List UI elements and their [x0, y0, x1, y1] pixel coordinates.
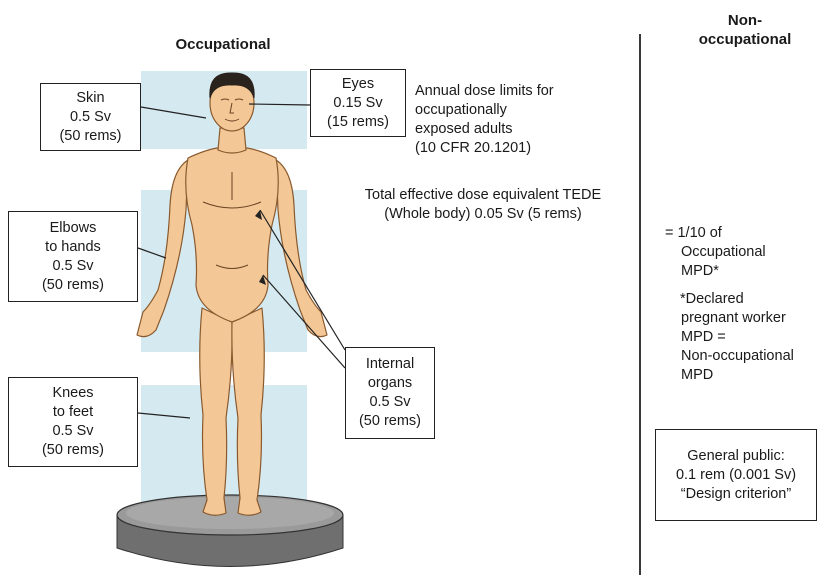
- tede-line-1: Total effective dose equivalent TEDE: [338, 186, 628, 205]
- mpd-line-1: = 1/10 of: [665, 224, 815, 243]
- non-occupational-heading-line-2: occupational: [690, 30, 800, 49]
- skin-label-sv: 0.5 Sv: [41, 108, 140, 127]
- annual-dose-limits-text: Annual dose limits for occupationally ex…: [415, 82, 625, 158]
- knees-label-sv: 0.5 Sv: [9, 422, 137, 441]
- elbows-label-title: Elbows: [9, 219, 137, 238]
- annual-limits-line-3: exposed adults: [415, 120, 625, 139]
- knees-label-rems: (50 rems): [9, 441, 137, 460]
- elbows-label-sv: 0.5 Sv: [9, 257, 137, 276]
- general-public-box: General public: 0.1 rem (0.001 Sv) “Desi…: [655, 429, 817, 521]
- knees-label-title: Knees: [9, 384, 137, 403]
- general-public-dose: 0.1 rem (0.001 Sv): [656, 466, 816, 485]
- tede-text: Total effective dose equivalent TEDE (Wh…: [338, 186, 628, 224]
- elbows-label-box: Elbows to hands 0.5 Sv (50 rems): [8, 211, 138, 302]
- occupational-heading: Occupational: [158, 35, 288, 54]
- internal-organs-label-title: Internal: [346, 355, 434, 374]
- internal-organs-label-sv: 0.5 Sv: [346, 393, 434, 412]
- elbows-label-subtitle: to hands: [9, 238, 137, 257]
- footnote-line-1: *Declared: [680, 290, 823, 309]
- mpd-line-3: MPD*: [665, 262, 815, 281]
- non-occupational-heading: Non- occupational: [690, 11, 800, 49]
- eyes-label-rems: (15 rems): [311, 113, 405, 132]
- footnote-line-2: pregnant worker: [681, 309, 823, 328]
- elbows-label-rems: (50 rems): [9, 276, 137, 295]
- non-occupational-mpd-text: = 1/10 of Occupational MPD*: [665, 224, 815, 281]
- skin-label-title: Skin: [41, 89, 140, 108]
- knees-label-box: Knees to feet 0.5 Sv (50 rems): [8, 377, 138, 467]
- footnote-line-3: MPD =: [681, 328, 823, 347]
- platform: [117, 495, 343, 567]
- internal-organs-label-rems: (50 rems): [346, 412, 434, 431]
- footnote-line-5: MPD: [681, 366, 823, 385]
- general-public-criterion: “Design criterion”: [656, 485, 816, 504]
- general-public-title: General public:: [656, 447, 816, 466]
- eyes-label-sv: 0.15 Sv: [311, 94, 405, 113]
- internal-organs-label-box: Internal organs 0.5 Sv (50 rems): [345, 347, 435, 439]
- skin-label-rems: (50 rems): [41, 127, 140, 146]
- annual-limits-line-4: (10 CFR 20.1201): [415, 139, 625, 158]
- eyes-label-title: Eyes: [311, 75, 405, 94]
- eyes-label-box: Eyes 0.15 Sv (15 rems): [310, 69, 406, 137]
- knees-label-subtitle: to feet: [9, 403, 137, 422]
- tede-line-2: (Whole body) 0.05 Sv (5 rems): [338, 205, 628, 224]
- skin-label-box: Skin 0.5 Sv (50 rems): [40, 83, 141, 151]
- annual-limits-line-2: occupationally: [415, 101, 625, 120]
- body: [137, 75, 327, 515]
- internal-organs-label-subtitle: organs: [346, 374, 434, 393]
- pregnant-worker-footnote: *Declared pregnant worker MPD = Non-occu…: [681, 290, 823, 385]
- mpd-line-2: Occupational: [665, 243, 815, 262]
- annual-limits-line-1: Annual dose limits for: [415, 82, 625, 101]
- non-occupational-heading-line-1: Non-: [690, 11, 800, 30]
- footnote-line-4: Non-occupational: [681, 347, 823, 366]
